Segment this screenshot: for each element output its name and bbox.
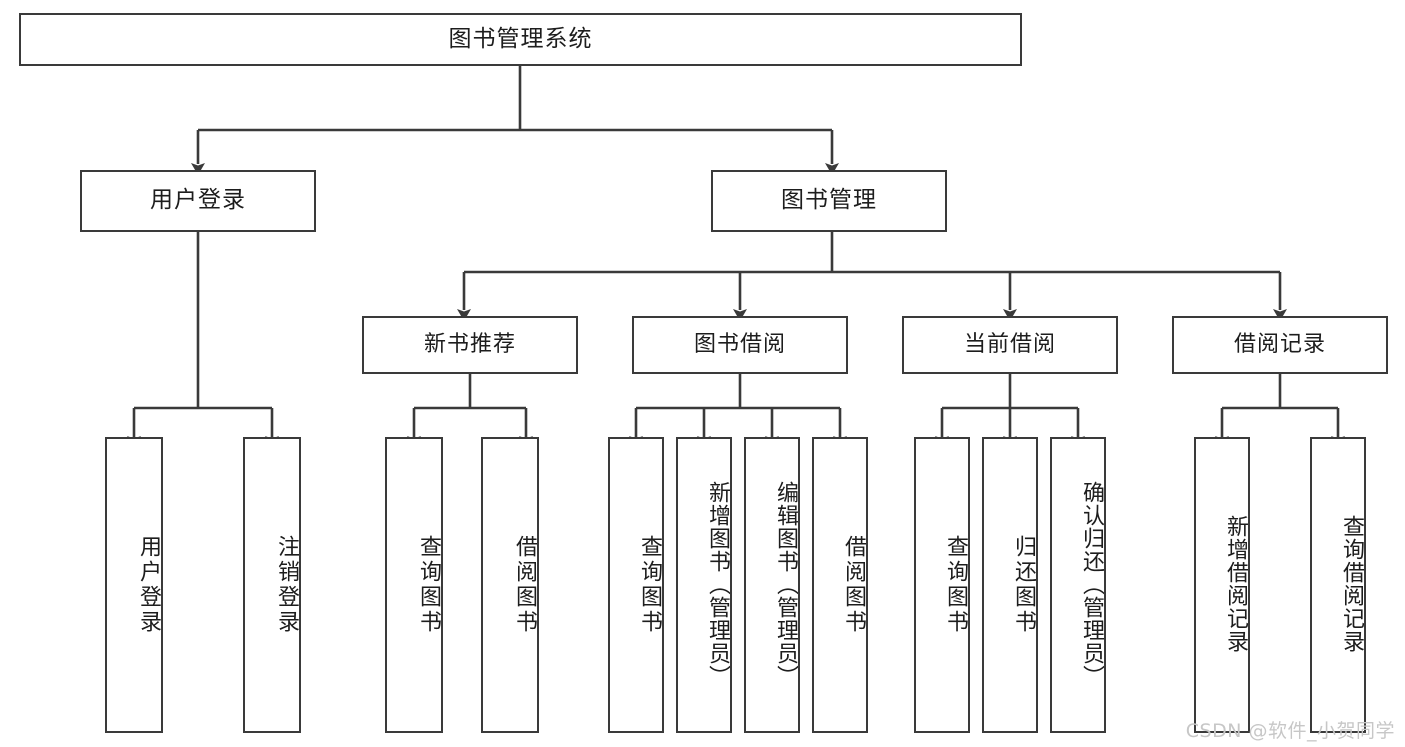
leaf-record-query-borrow-record[interactable]: 查询借阅记录 — [1310, 437, 1366, 733]
node-book-borrow[interactable]: 图书借阅 — [632, 316, 848, 374]
leaf-borrow-add-book-admin[interactable]: 新增图书（管理员） — [676, 437, 732, 733]
leaf-recommend-borrow-book[interactable]: 借阅图书 — [481, 437, 539, 733]
node-user-login[interactable]: 用户登录 — [80, 170, 316, 232]
leaf-borrow-query-book[interactable]: 查询图书 — [608, 437, 664, 733]
node-current-borrow[interactable]: 当前借阅 — [902, 316, 1118, 374]
leaf-current-confirm-return-admin[interactable]: 确认归还（管理员） — [1050, 437, 1106, 733]
node-book-management[interactable]: 图书管理 — [711, 170, 947, 232]
leaf-current-return-book[interactable]: 归还图书 — [982, 437, 1038, 733]
leaf-record-add-borrow-record[interactable]: 新增借阅记录 — [1194, 437, 1250, 733]
leaf-current-query-book[interactable]: 查询图书 — [914, 437, 970, 733]
leaf-user-login-login[interactable]: 用户登录 — [105, 437, 163, 733]
node-root-system[interactable]: 图书管理系统 — [19, 13, 1022, 66]
leaf-user-login-logout[interactable]: 注销登录 — [243, 437, 301, 733]
leaf-borrow-edit-book-admin[interactable]: 编辑图书（管理员） — [744, 437, 800, 733]
leaf-borrow-borrow-book[interactable]: 借阅图书 — [812, 437, 868, 733]
watermark: CSDN @软件_小贺同学 — [1185, 720, 1395, 742]
node-new-book-recommend[interactable]: 新书推荐 — [362, 316, 578, 374]
leaf-recommend-query-book[interactable]: 查询图书 — [385, 437, 443, 733]
node-borrow-record[interactable]: 借阅记录 — [1172, 316, 1388, 374]
